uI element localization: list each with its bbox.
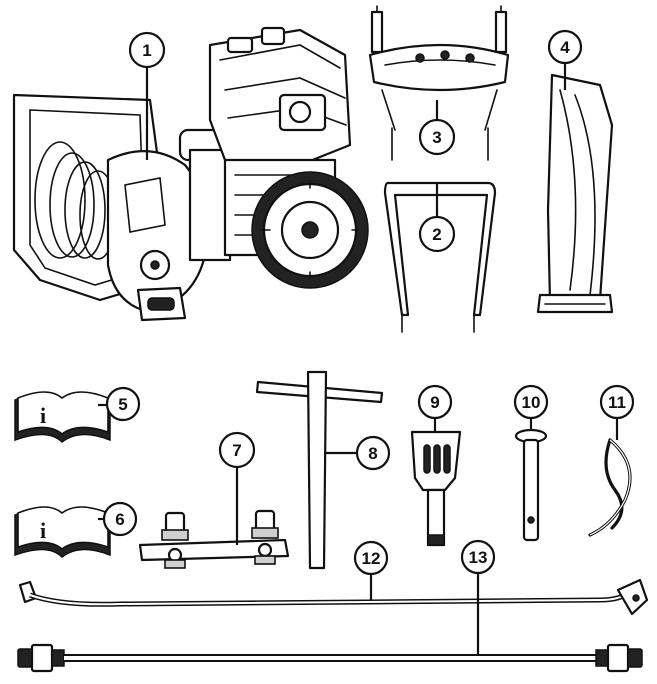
- svg-text:12: 12: [362, 549, 381, 568]
- callout-13: 13: [460, 539, 496, 654]
- drive-cable: [17, 643, 643, 673]
- svg-text:5: 5: [118, 395, 127, 414]
- callout-12: 12: [353, 540, 389, 600]
- callout-1: 1: [128, 31, 166, 160]
- callout-6: 6: [98, 501, 138, 537]
- callout-4: 4: [547, 29, 583, 90]
- t-wrench: [255, 370, 384, 570]
- callout-8: 8: [324, 435, 391, 471]
- callout-10: 10: [513, 384, 549, 430]
- svg-text:11: 11: [608, 393, 626, 412]
- svg-text:13: 13: [469, 548, 488, 567]
- mounting-bracket: [138, 509, 290, 569]
- callout-11: 11: [599, 384, 635, 440]
- callout-3: 3: [418, 100, 456, 156]
- svg-text:i: i: [40, 518, 46, 543]
- svg-text:10: 10: [522, 393, 541, 412]
- chute-cable: [18, 578, 649, 616]
- svg-text:7: 7: [232, 441, 241, 460]
- svg-text:6: 6: [115, 510, 124, 529]
- lower-handle: [383, 181, 497, 333]
- manual-book-icon: i: [14, 391, 111, 443]
- callout-5: 5: [98, 386, 141, 422]
- svg-text:9: 9: [430, 393, 439, 412]
- hairpin-clip: [588, 438, 632, 537]
- discharge-chute: [536, 73, 614, 314]
- clean-out-tool: [410, 430, 462, 547]
- svg-text:4: 4: [560, 38, 570, 57]
- upper-handle: [368, 5, 510, 161]
- callout-2: 2: [418, 183, 456, 253]
- svg-text:2: 2: [432, 225, 441, 244]
- svg-text:8: 8: [368, 444, 377, 463]
- callout-7: 7: [218, 431, 256, 545]
- svg-text:1: 1: [142, 41, 151, 60]
- svg-text:i: i: [40, 403, 46, 428]
- svg-text:3: 3: [432, 128, 441, 147]
- clevis-pin: [514, 428, 548, 542]
- manual-book-icon-2: i: [14, 506, 111, 558]
- callout-9: 9: [417, 384, 453, 432]
- snow-blower-unit: [12, 26, 369, 322]
